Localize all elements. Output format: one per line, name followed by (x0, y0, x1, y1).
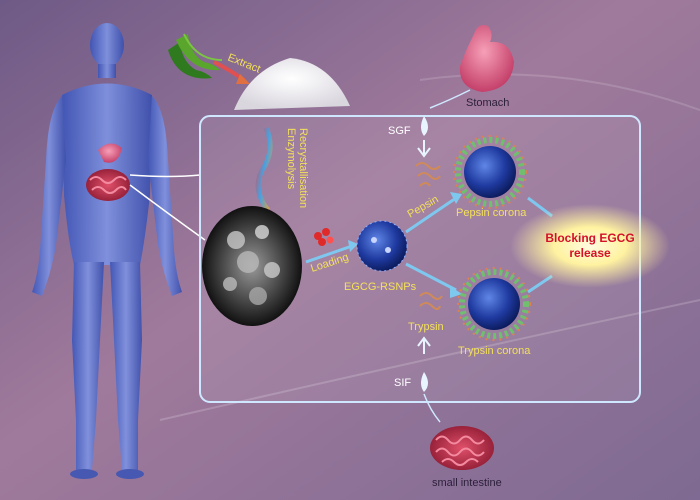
body-stomach-icon (98, 143, 122, 163)
pepsin-corona-label: Pepsin corona (456, 207, 527, 219)
pepsin-corona-nanoparticle-icon (453, 135, 527, 209)
starch-powder-icon (234, 58, 350, 110)
stomach-icon (459, 25, 514, 92)
sif-droplet-icon (421, 372, 428, 392)
sgf-down-arrow (417, 140, 431, 158)
trypsin-protein-icon (419, 292, 443, 310)
pepsin-arrow (405, 196, 457, 234)
recrystallisation-label: Recrystallisation (297, 128, 309, 208)
sgf-droplet-icon (421, 116, 428, 136)
pepsin-arrowhead (450, 192, 462, 204)
intestine-connector (423, 393, 441, 423)
pepsin-protein-icon (415, 162, 441, 187)
stomach-label: Stomach (466, 97, 509, 109)
small-intestine-icon (430, 426, 494, 470)
connector-line (129, 174, 201, 178)
loading-arrowhead (348, 240, 358, 252)
sgf-label: SGF (388, 125, 411, 137)
loading-arrow (305, 244, 353, 264)
enzymolysis-ribbon (255, 126, 273, 212)
egcg-rsnps-label: EGCG-RSNPs (344, 281, 417, 293)
trypsin-corona-label: Trypsin corona (458, 345, 531, 357)
trypsin-arrowhead (450, 286, 462, 298)
banana-icon (168, 33, 223, 79)
blocking-glow (510, 204, 670, 288)
egcg-rsnp-nanoparticle-icon (356, 220, 408, 272)
small-intestine-label: small intestine (432, 477, 502, 489)
sif-up-arrow (417, 336, 431, 354)
body-intestine-icon (86, 169, 130, 201)
bg-light-streak (159, 299, 700, 421)
trypsin-arrow (405, 262, 457, 292)
stomach-connector (429, 89, 471, 109)
sem-micrograph-icon (202, 206, 302, 326)
release-label: release (569, 246, 611, 260)
sif-label: SIF (394, 377, 411, 389)
trypsin-label: Trypsin (408, 321, 444, 333)
trypsin-corona-nanoparticle-icon (457, 267, 531, 341)
bg-light-streak (419, 73, 700, 111)
egcg-molecule-icon (314, 228, 334, 246)
connector-line (129, 184, 206, 241)
extract-arrowhead (236, 74, 250, 84)
blocking-egcg-label: Blocking EGCG (545, 231, 634, 245)
enzymolysis-label: Enzymolysis (285, 128, 297, 190)
